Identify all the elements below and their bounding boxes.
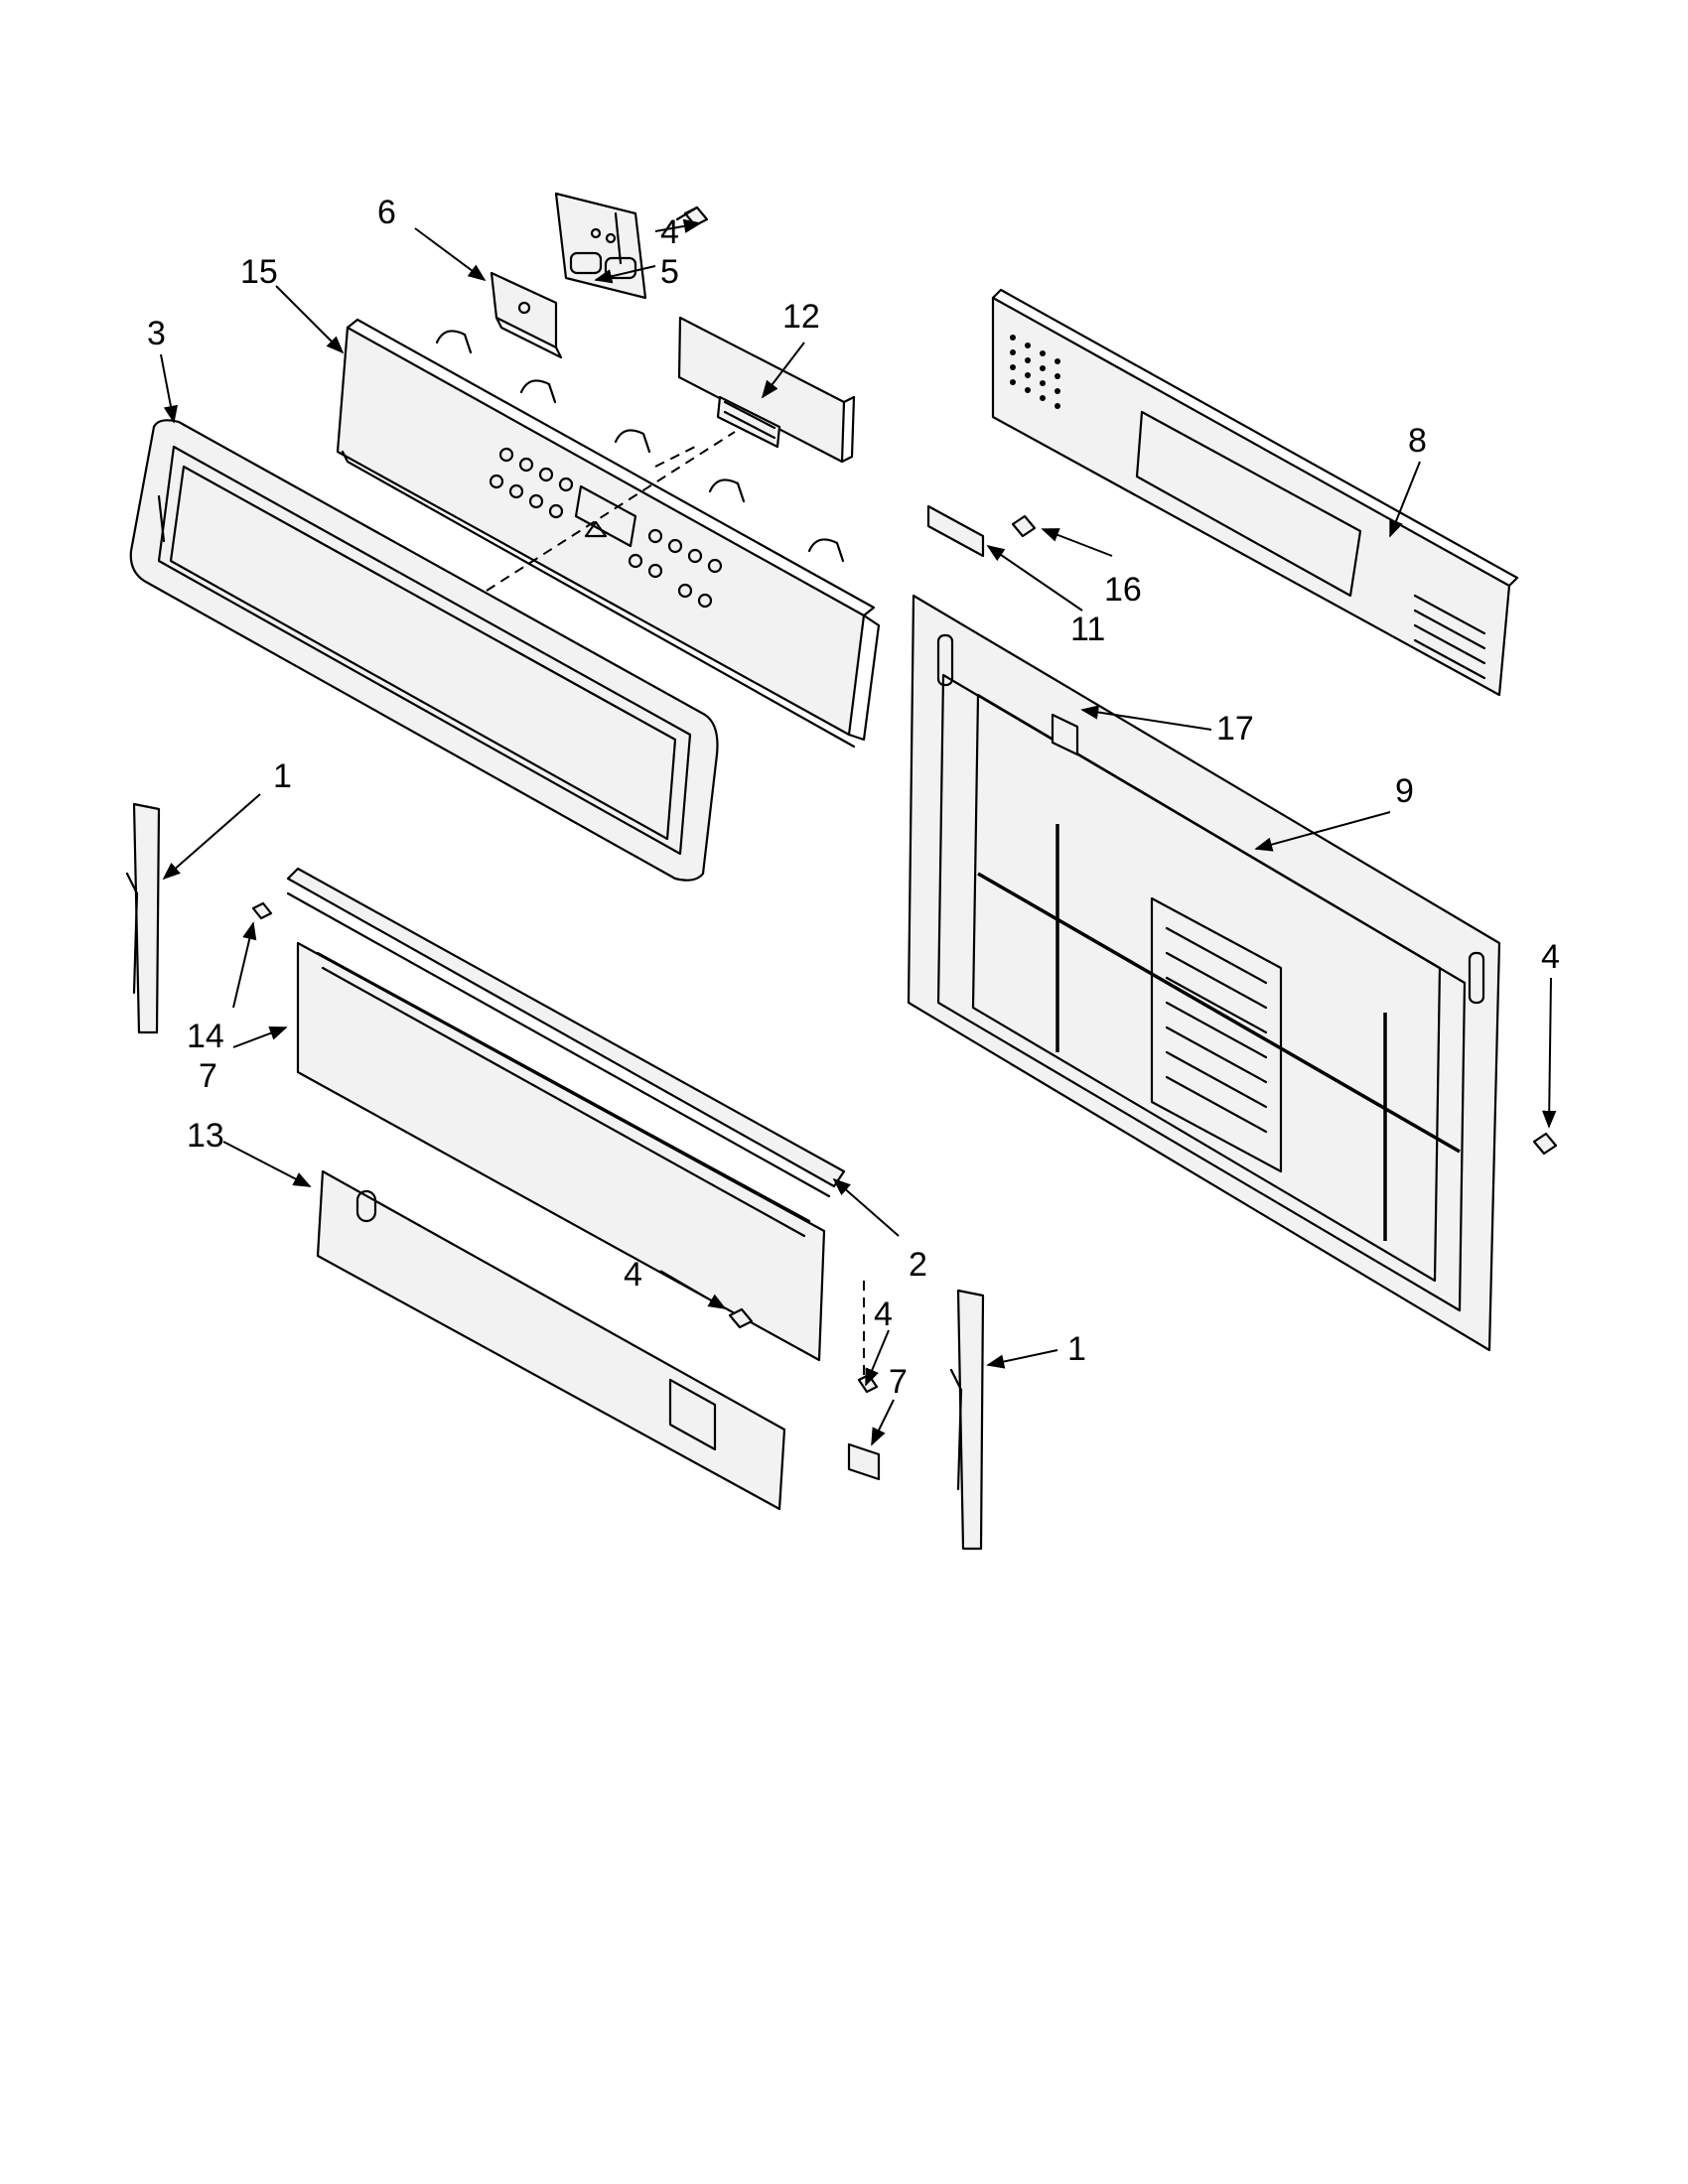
callout-12: 12 — [782, 298, 820, 336]
access-cover — [316, 1169, 786, 1511]
callout-4: 4 — [660, 213, 679, 251]
callout-10: 9 — [1395, 772, 1414, 810]
screw — [251, 901, 273, 920]
callout-1: 1 — [1067, 1330, 1086, 1368]
control-panel-buttons — [489, 447, 723, 609]
callout-6: 6 — [377, 194, 396, 231]
callout-14: 14 — [187, 1018, 224, 1055]
side-trim-left — [125, 802, 161, 1034]
control-panel — [336, 318, 881, 749]
vent-slots — [1165, 926, 1268, 1134]
callout-7: 7 — [889, 1363, 908, 1401]
callout-2: 2 — [909, 1246, 927, 1284]
callout-17: 17 — [1216, 710, 1254, 748]
callout-11: 11 — [1070, 611, 1105, 648]
screw — [675, 205, 709, 227]
screw — [1011, 514, 1037, 538]
triangle-icon — [584, 520, 608, 538]
callout-4: 4 — [624, 1256, 642, 1294]
screw — [728, 1307, 754, 1329]
callout-13: 13 — [187, 1117, 224, 1155]
lower-panel-frame — [296, 941, 826, 1362]
callout-9: 7 — [199, 1057, 217, 1095]
callout-15: 15 — [240, 253, 278, 291]
callout-16: 16 — [1104, 571, 1142, 609]
side-trim-right — [949, 1289, 985, 1551]
callout-8: 8 — [1408, 422, 1427, 460]
screw — [857, 1373, 879, 1394]
callout-4: 4 — [874, 1296, 893, 1333]
rear-shield — [991, 288, 1519, 697]
electronic-control-board — [554, 192, 647, 300]
dashed-guide-line — [486, 431, 736, 592]
callout-5: 5 — [660, 253, 679, 291]
mounting-clip — [926, 504, 985, 558]
dashed-guide-line — [654, 446, 696, 468]
callout-4: 4 — [1541, 938, 1560, 976]
callout-3: 3 — [147, 315, 166, 352]
terminal-block — [847, 1442, 881, 1481]
screw — [1532, 1132, 1558, 1156]
leader-lines — [160, 218, 1557, 1446]
bracket — [490, 271, 563, 359]
rear-panel — [907, 594, 1501, 1352]
front-rail — [286, 867, 846, 1198]
vent-holes — [1010, 335, 1060, 409]
control-module — [677, 316, 856, 464]
callout-1: 1 — [273, 757, 292, 795]
callout-labels: 4 5 6 15 3 12 8 16 11 17 9 4 1 14 7 13 2… — [147, 194, 1560, 1401]
